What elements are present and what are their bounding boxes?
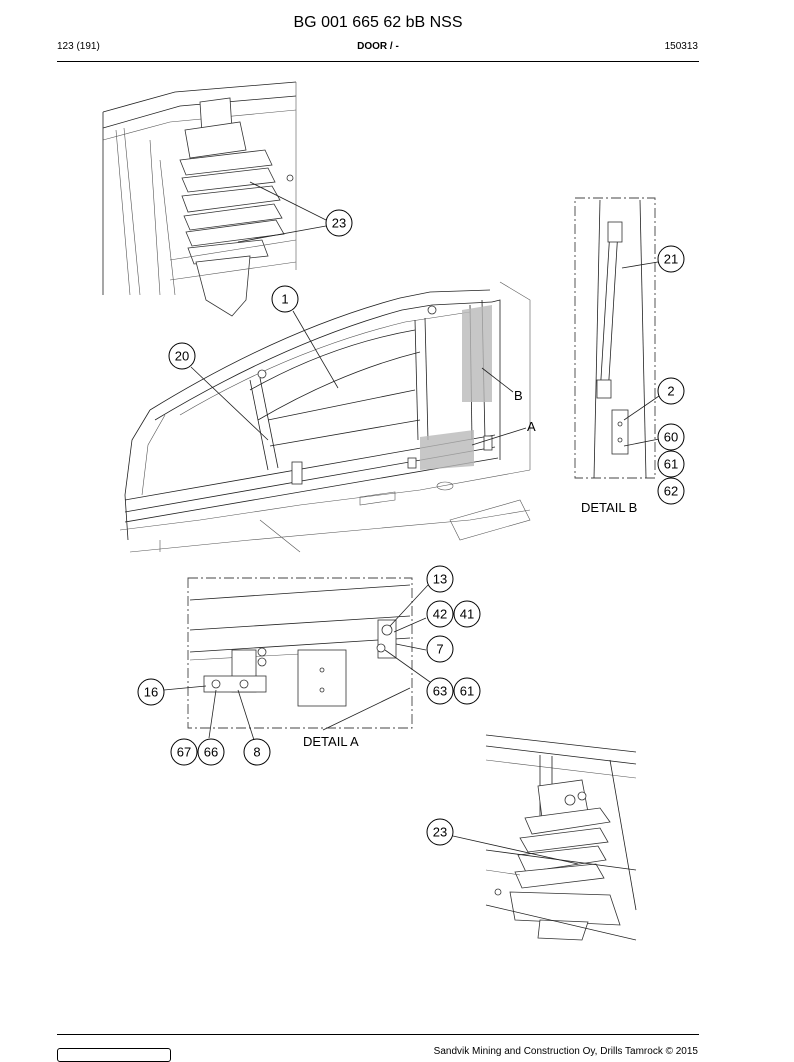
document-date: 150313 [664,41,698,52]
company-logo [57,1048,171,1062]
callout-16: 16 [137,678,165,706]
marker-b: B [514,388,523,403]
svg-text:21: 21 [664,252,678,267]
detail-a-view [187,577,413,729]
callout-2: 2 [657,377,685,405]
callout-13: 13 [426,565,454,593]
svg-text:61: 61 [664,457,678,472]
svg-text:67: 67 [177,745,191,760]
footer-copyright: Sandvik Mining and Construction Oy, Dril… [433,1046,698,1057]
callout-23-bottom: 23 [426,818,454,846]
callout-42: 42 [426,600,454,628]
callout-63: 63 [426,677,454,705]
callout-7: 7 [426,635,454,663]
document-title: BG 001 665 62 bB NSS [293,14,463,31]
callout-20: 20 [168,342,196,370]
callout-60: 60 [657,423,685,451]
svg-text:62: 62 [664,484,678,499]
svg-text:42: 42 [433,607,447,622]
detail-a-label: DETAIL A [303,734,359,749]
svg-text:23: 23 [332,216,346,231]
callout-1: 1 [271,285,299,313]
svg-text:20: 20 [175,349,189,364]
callout-23-top: 23 [325,209,353,237]
callout-66: 66 [197,738,225,766]
svg-text:13: 13 [433,572,447,587]
svg-text:66: 66 [204,745,218,760]
svg-text:2: 2 [667,384,674,399]
hinge-view-top [102,81,297,317]
svg-text:41: 41 [460,607,474,622]
callout-62: 62 [657,477,685,505]
svg-text:23: 23 [433,825,447,840]
callout-61-detail-b: 61 [657,450,685,478]
header-rule [57,61,699,62]
svg-text:60: 60 [664,430,678,445]
svg-text:63: 63 [433,684,447,699]
svg-text:7: 7 [436,642,443,657]
marker-a: A [527,419,536,434]
callout-41: 41 [453,600,481,628]
svg-text:16: 16 [144,685,158,700]
leader-lines [163,181,660,865]
detail-b-label: DETAIL B [581,500,637,515]
page-number: 123 (191) [57,41,100,52]
hinge-view-bottom [485,734,637,941]
svg-text:61: 61 [460,684,474,699]
callout-61-detail-a: 61 [453,677,481,705]
section-title: DOOR / - [357,41,399,52]
svg-text:8: 8 [253,745,260,760]
callout-67: 67 [170,738,198,766]
callout-21: 21 [657,245,685,273]
detail-b-view [574,197,656,479]
door-assembly [119,281,531,553]
svg-text:1: 1 [281,292,288,307]
callout-8: 8 [243,738,271,766]
footer-rule [57,1034,699,1035]
